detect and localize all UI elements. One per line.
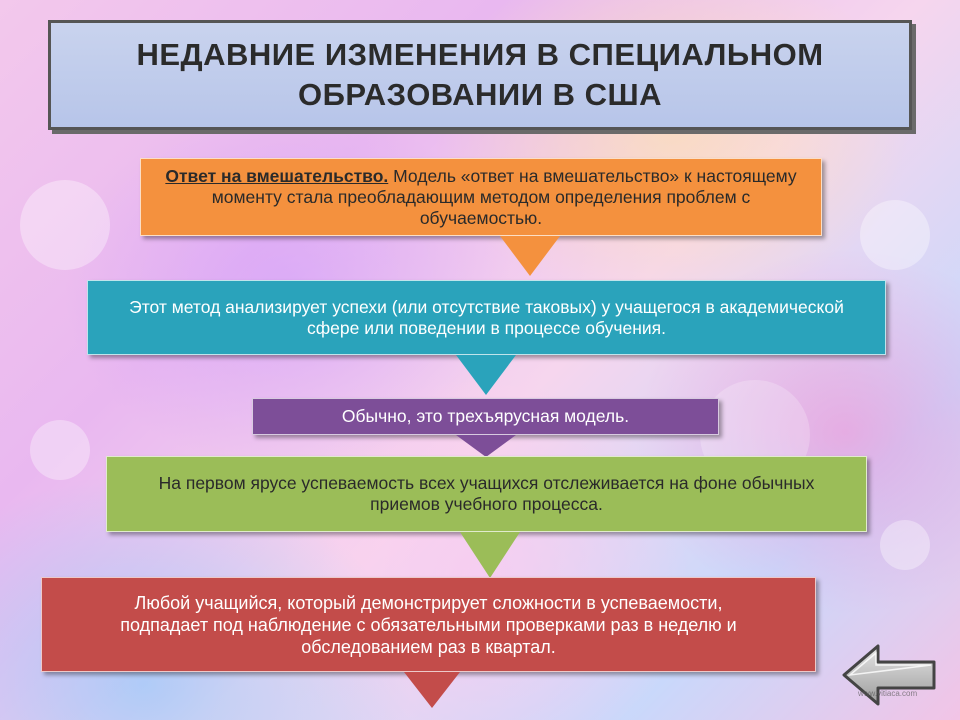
step-1-lead: Ответ на вмешательство. <box>165 165 389 186</box>
background-bokeh <box>20 180 110 270</box>
flow-step-4: На первом ярусе успеваемость всех учащих… <box>106 456 867 532</box>
watermark-text: www.vitiaca.com <box>858 689 918 698</box>
background-bokeh <box>30 420 90 480</box>
down-arrow-3 <box>456 435 516 457</box>
slide-title: НЕДАВНИЕ ИЗМЕНЕНИЯ В СПЕЦИАЛЬНОМ ОБРАЗОВ… <box>136 37 824 112</box>
back-arrow-icon[interactable] <box>840 642 940 708</box>
step-3-text: Обычно, это трехъярусная модель. <box>341 406 630 426</box>
slide-title-box: НЕДАВНИЕ ИЗМЕНЕНИЯ В СПЕЦИАЛЬНОМ ОБРАЗОВ… <box>48 20 912 130</box>
flow-step-1: Ответ на вмешательство. Модель «ответ на… <box>140 158 822 236</box>
step-2-text: Этот метод анализирует успехи (или отсут… <box>129 296 844 338</box>
down-arrow-2 <box>456 355 516 395</box>
down-arrow-1 <box>500 236 560 276</box>
down-arrow-5 <box>404 672 460 708</box>
flow-step-3: Обычно, это трехъярусная модель. <box>252 398 719 435</box>
step-4-text: На первом ярусе успеваемость всех учащих… <box>158 473 815 514</box>
background-bokeh <box>880 520 930 570</box>
down-arrow-4 <box>460 532 520 578</box>
step-1-text: Модель «ответ на вмешательство» к настоя… <box>211 165 797 228</box>
step-5-text: Любой учащийся, который демонстрирует сл… <box>120 592 737 657</box>
flow-step-2: Этот метод анализирует успехи (или отсут… <box>87 280 886 355</box>
flow-step-5: Любой учащийся, который демонстрирует сл… <box>41 577 816 672</box>
background-bokeh <box>860 200 930 270</box>
